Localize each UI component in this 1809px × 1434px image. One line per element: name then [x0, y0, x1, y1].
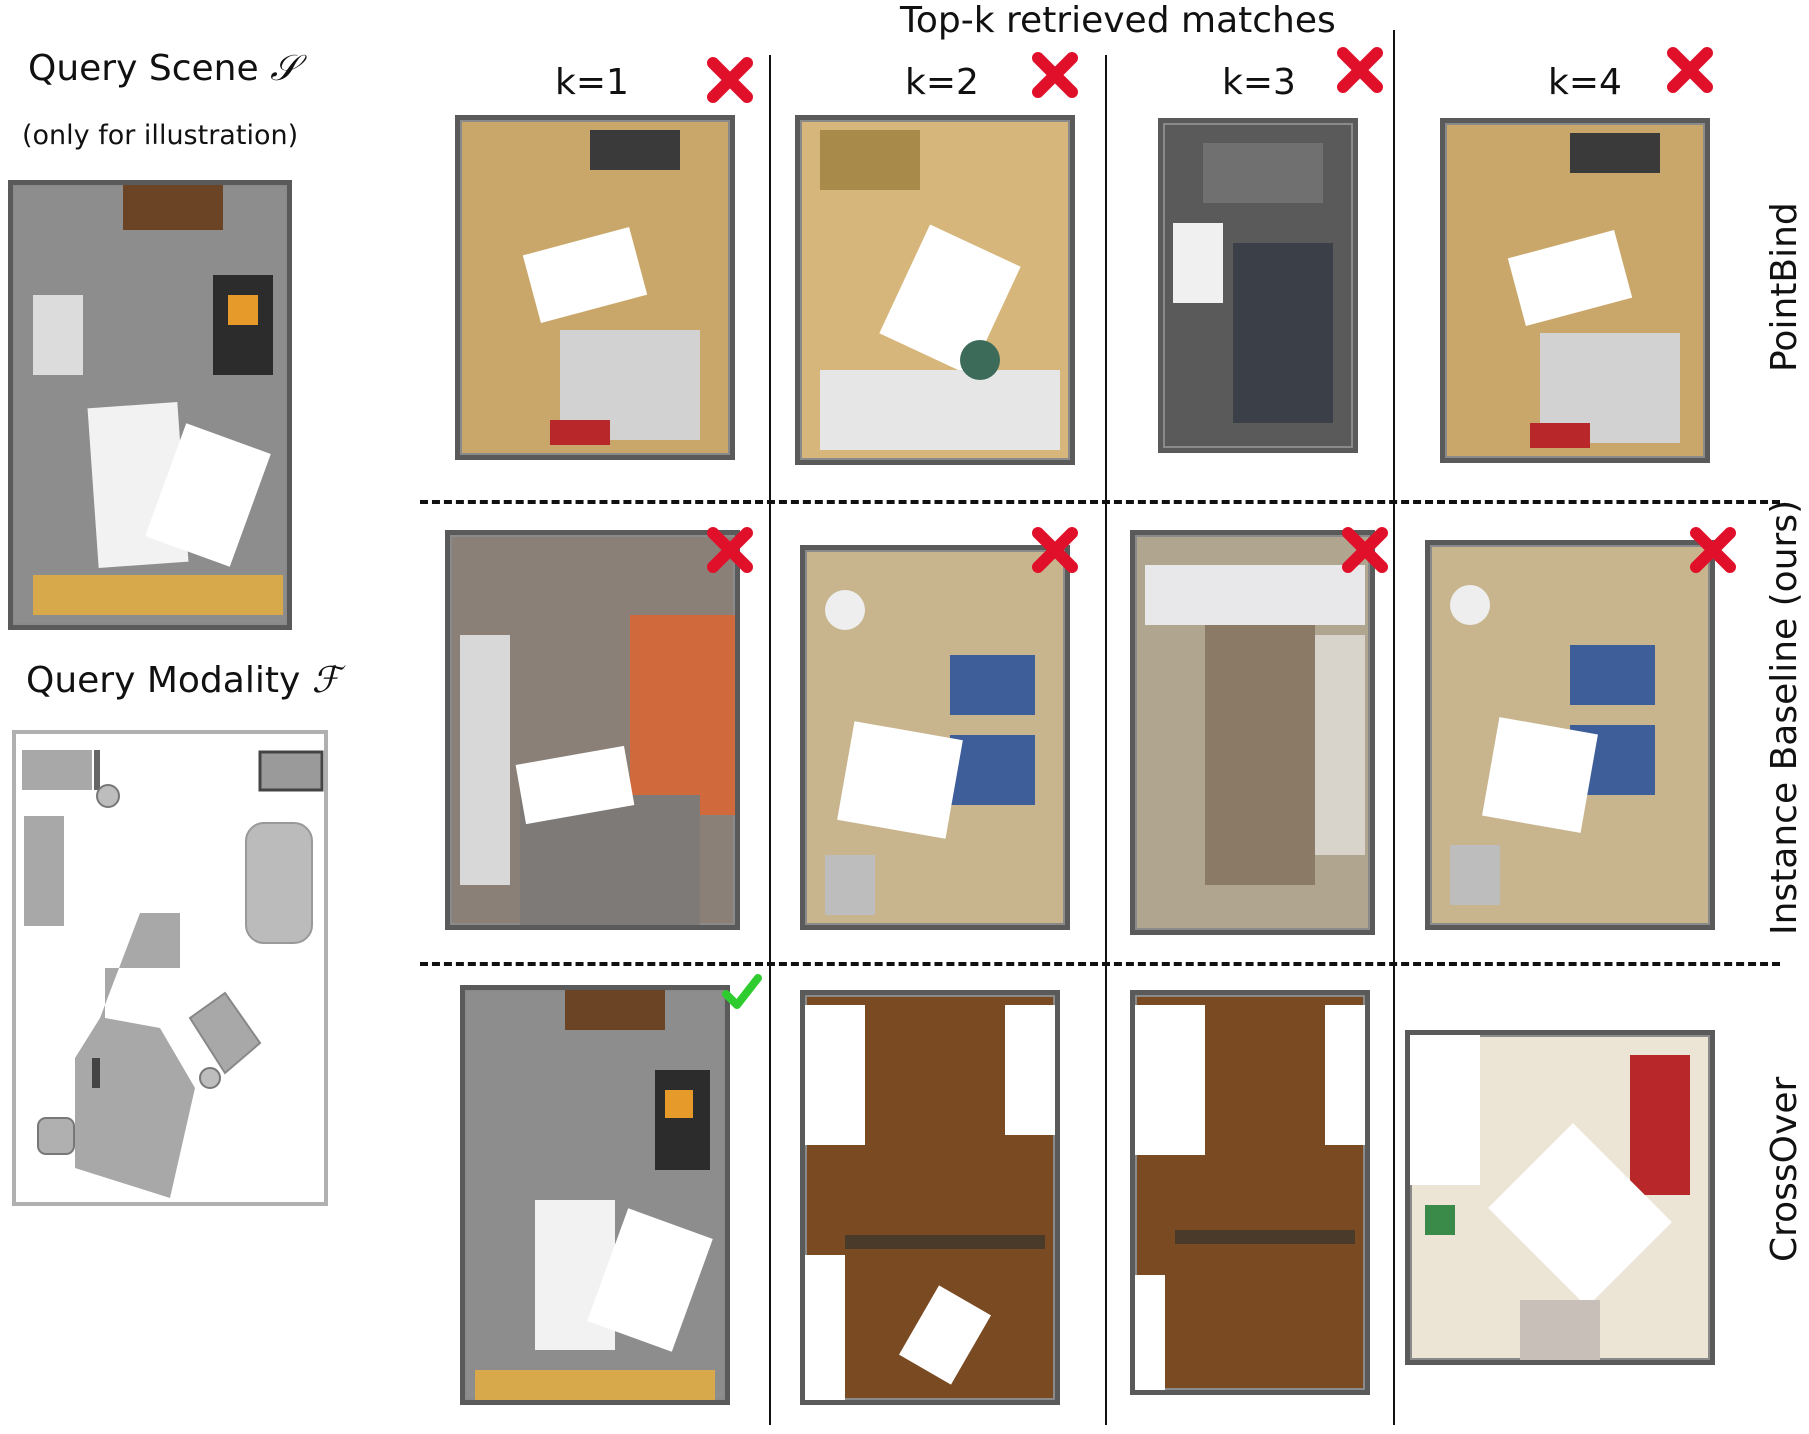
wrong-mark-instance-k3	[1342, 527, 1388, 573]
result-instance-k4	[1425, 540, 1715, 930]
result-pointbind-k2	[795, 115, 1075, 465]
column-divider-3	[1393, 30, 1395, 1425]
result-crossover-k4	[1405, 1030, 1715, 1365]
correct-check-crossover-k1	[722, 974, 762, 1009]
result-instance-k2	[800, 545, 1070, 930]
query-scene-text: Query Scene	[28, 48, 259, 89]
column-label-k2: k=2	[905, 62, 979, 103]
column-label-k4: k=4	[1548, 62, 1622, 103]
figure-title: Top-k retrieved matches	[900, 0, 1336, 41]
column-divider-1	[769, 55, 771, 1425]
row-label-pointbind: PointBind	[1764, 202, 1805, 372]
wrong-mark-instance-k4	[1690, 527, 1736, 573]
query-scene-label: Query Scene 𝒮	[28, 48, 298, 90]
wrong-mark-pointbind-k1	[707, 57, 753, 103]
wrong-mark-instance-k1	[707, 527, 753, 573]
wrong-mark-instance-k2	[1032, 527, 1078, 573]
query-modality-image	[12, 730, 328, 1206]
result-pointbind-k1	[455, 115, 735, 460]
result-pointbind-k3	[1158, 118, 1358, 453]
result-pointbind-k4	[1440, 118, 1710, 463]
row-divider-2	[420, 962, 1780, 966]
query-modality-symbol: ℱ	[311, 660, 341, 701]
wrong-mark-pointbind-k2	[1032, 52, 1078, 98]
row-label-crossover: CrossOver	[1764, 1076, 1805, 1262]
query-scene-image	[8, 180, 292, 630]
wrong-mark-pointbind-k4	[1667, 47, 1713, 93]
query-scene-symbol: 𝒮	[270, 48, 298, 89]
column-label-k1: k=1	[555, 62, 629, 103]
result-instance-k1	[445, 530, 740, 930]
query-modality-label: Query Modality ℱ	[26, 660, 340, 701]
row-label-instance-baseline: Instance Baseline (ours)	[1764, 499, 1805, 935]
query-modality-text: Query Modality	[26, 660, 301, 701]
column-divider-2	[1105, 55, 1107, 1425]
result-instance-k3	[1130, 530, 1375, 935]
wrong-mark-pointbind-k3	[1337, 47, 1383, 93]
result-crossover-k3	[1130, 990, 1370, 1395]
column-label-k3: k=3	[1222, 62, 1296, 103]
result-crossover-k2	[800, 990, 1060, 1405]
row-divider-1	[420, 500, 1780, 504]
result-crossover-k1	[460, 985, 730, 1405]
query-scene-note: (only for illustration)	[22, 120, 299, 151]
